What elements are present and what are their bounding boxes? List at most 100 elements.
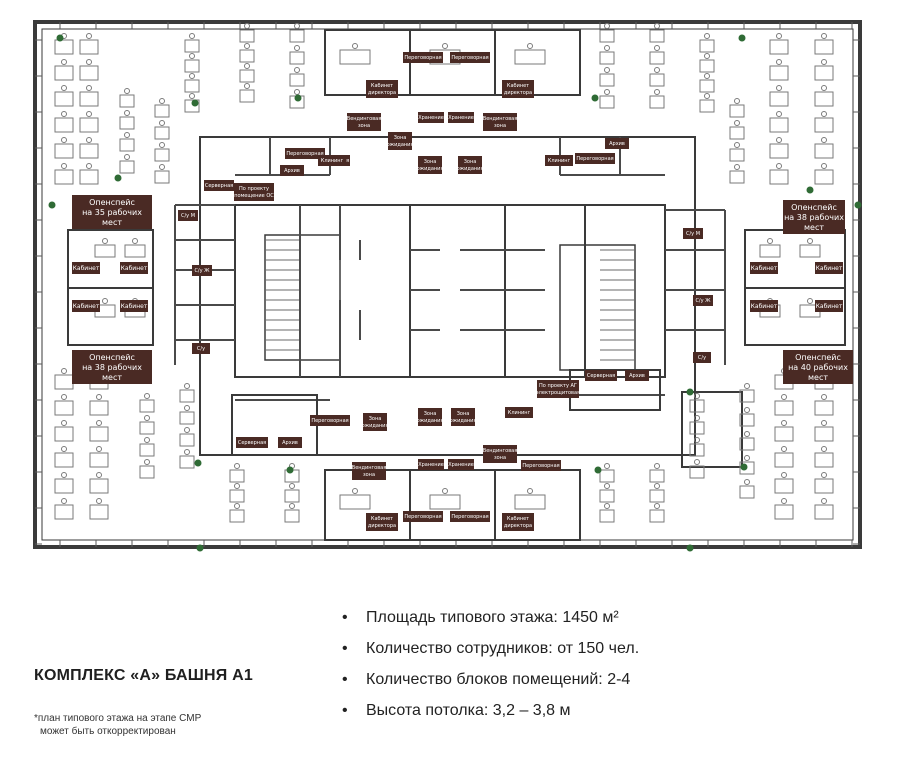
label-meeting-1: Переговорная (403, 52, 443, 63)
label-meeting-8: Переговорная (521, 460, 561, 471)
core-partitions (174, 137, 726, 401)
label-waiting-5-bg (418, 408, 442, 426)
label-server-3-text: Серверная (238, 440, 266, 446)
label-storage-4-text: Хранение (448, 462, 474, 468)
label-storage-3-bg (418, 459, 444, 470)
label-vending-4-text: Вендинговая (483, 448, 517, 454)
spec-text-area: Площадь типового этажа: 1450 м² (366, 609, 619, 626)
label-vending-4-text: зона (494, 455, 506, 461)
specs-list: •Площадь типового этажа: 1450 м² •Количе… (342, 606, 639, 730)
spec-item-blocks: •Количество блоков помещений: 2-4 (342, 668, 639, 699)
label-waiting-3-text: Зона (464, 159, 477, 165)
label-waiting-5-text: ожидания (417, 418, 444, 424)
label-su-m-1-text: С/у М (181, 213, 195, 219)
label-su-1-bg (192, 343, 210, 354)
label-director-ne-text: Кабинет (507, 83, 529, 89)
label-cabinet-7: Кабинет (750, 300, 778, 312)
label-su-f-2: С/у Ж (693, 295, 713, 306)
label-cabinet-8-text: Кабинет (816, 303, 843, 310)
label-waiting-1-bg (388, 132, 412, 150)
label-vending-1-text: зона (358, 123, 370, 129)
label-server-1-text: Серверная (205, 183, 233, 189)
label-server-1-bg (204, 180, 234, 191)
label-cleaning-2: Клининг (545, 155, 573, 166)
label-meeting-3-bg (403, 511, 443, 522)
label-server-4-text: Серверная (587, 373, 615, 379)
label-cabinet-4: Кабинет (120, 300, 148, 312)
label-waiting-5-text: Зона (424, 411, 437, 417)
label-cabinet-5-bg (750, 262, 778, 274)
label-vending-2-text: Вендинговая (483, 116, 517, 122)
label-director-ne-bg (502, 80, 534, 98)
label-cabinet-2-bg (120, 262, 148, 274)
label-director-nw-text: директора (368, 90, 396, 96)
label-vending-4-bg (483, 445, 517, 463)
label-storage-1-bg (418, 112, 444, 123)
label-open-space-ne-bg (783, 200, 845, 234)
label-cabinet-8-bg (815, 300, 843, 312)
label-per-project-el-text: По проекту АГ (539, 383, 577, 389)
label-cabinet-1-bg (72, 262, 100, 274)
label-waiting-1-text: ожидания (387, 142, 414, 148)
spec-text-ceiling: Высота потолка: 3,2 – 3,8 м (366, 702, 571, 719)
bullet-icon: • (342, 640, 348, 657)
label-per-project-text: помещение ОС (234, 193, 274, 199)
label-storage-4-bg (448, 459, 474, 470)
label-meeting-8-text: Переговорная (522, 463, 559, 469)
bullet-icon: • (342, 702, 348, 719)
spec-text-blocks: Количество блоков помещений: 2-4 (366, 671, 631, 688)
label-cabinet-8: Кабинет (815, 300, 843, 312)
label-cabinet-4-text: Кабинет (121, 303, 148, 310)
workstations (54, 23, 834, 523)
label-open-space-e-text: мест (808, 373, 828, 382)
label-meeting-7-bg (310, 415, 350, 426)
label-open-space-e-text: Опенспейс (795, 353, 841, 362)
label-archive-1: Архив (280, 165, 304, 176)
label-vending-1-text: Вендинговая (347, 116, 381, 122)
label-archive-4-text: Архив (629, 373, 645, 379)
label-su-1: С/у (192, 343, 210, 354)
label-archive-4: Архив (625, 370, 649, 381)
label-cleaning-3: Клининг (505, 407, 533, 418)
label-director-nw-text: Кабинет (371, 83, 393, 89)
label-vending-3-text: Вендинговая (352, 465, 386, 471)
label-su-m-2-bg (683, 228, 703, 239)
label-server-3-bg (236, 437, 268, 448)
label-meeting-7: Переговорная (310, 415, 350, 426)
label-meeting-3-text: Переговорная (404, 514, 441, 520)
label-open-space-w-text: мест (102, 373, 122, 382)
label-director-nw-bg (366, 80, 398, 98)
label-meeting-4: Переговорная (450, 511, 490, 522)
label-su-m-2-text: С/у М (686, 231, 700, 237)
label-su-2-text: С/у (698, 355, 706, 361)
spec-item-area: • Площадь типового этажа: 1450 м² (342, 606, 639, 637)
label-open-space-nw-text: на 35 рабочих (82, 208, 142, 217)
label-cabinet-3: Кабинет (72, 300, 100, 312)
label-waiting-2-bg (418, 156, 442, 174)
label-director-se-bg (502, 513, 534, 531)
label-archive-1-bg (280, 165, 304, 176)
label-meeting-8-bg (521, 460, 561, 471)
label-storage-3-text: Хранение (418, 462, 444, 468)
label-storage-2-bg (448, 112, 474, 123)
label-cleaning-1: Клининг (318, 155, 346, 166)
label-su-f-1-bg (192, 265, 212, 276)
label-meeting-5-bg (285, 148, 325, 159)
label-storage-2-text: Хранение (448, 115, 474, 121)
label-storage-2: Хранение (448, 112, 474, 123)
bullet-icon: • (342, 609, 348, 626)
label-meeting-4-bg (450, 511, 490, 522)
label-cabinet-3-text: Кабинет (73, 303, 100, 310)
label-open-space-nw-text: Опенспейс (89, 198, 135, 207)
label-meeting-6: Переговорная (575, 153, 615, 164)
label-su-1-text: С/у (197, 346, 205, 352)
label-waiting-2-text: ожидания (417, 166, 444, 172)
